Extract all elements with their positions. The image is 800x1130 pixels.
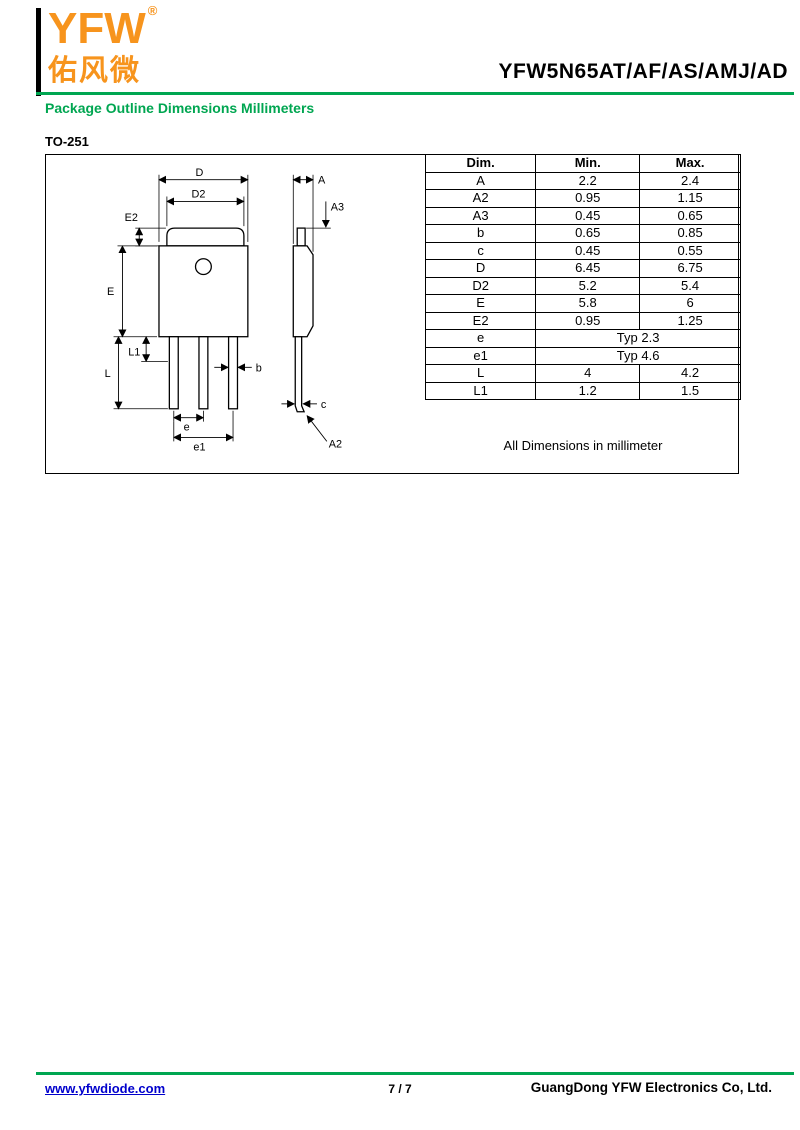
dim-label-a2: A2 — [329, 438, 342, 450]
side-lead — [294, 336, 306, 413]
dim-label-l1: L1 — [128, 346, 140, 358]
dim-label-d2: D2 — [192, 188, 206, 200]
dim-E: E — [107, 245, 158, 338]
dim-label-l: L — [105, 368, 111, 380]
outline-box: D D2 E2 E — [45, 154, 741, 474]
dimensions-note: All Dimensions in millimeter — [503, 438, 663, 453]
dim-e: e — [172, 410, 205, 434]
dim-L: L — [105, 335, 168, 410]
mounting-hole — [194, 258, 212, 276]
package-name: TO-251 — [45, 134, 89, 149]
footer-rule — [36, 1072, 794, 1075]
dim-label-a: A — [318, 175, 326, 187]
dim-label-a3: A3 — [331, 201, 344, 213]
company-name: GuangDong YFW Electronics Co, Ltd. — [530, 1080, 772, 1095]
col-header-max: Max. — [639, 154, 741, 173]
dim-label-e1: e1 — [193, 441, 205, 453]
dim-label-d: D — [196, 167, 204, 179]
col-header-dim: Dim. — [424, 154, 537, 173]
package-drawing: D D2 E2 E — [105, 167, 344, 454]
dim-L1: L1 — [128, 335, 168, 363]
section-title: Package Outline Dimensions Millimeters — [45, 100, 315, 116]
dim-D: D — [158, 167, 249, 242]
dim-label-c: c — [321, 399, 327, 411]
dim-label-e-big: E — [107, 286, 114, 298]
header-rule — [36, 92, 794, 95]
dim-A2: A2 — [306, 415, 342, 450]
dim-label-b: b — [256, 362, 262, 374]
registered-mark: ® — [147, 3, 158, 18]
dim-label-e: e — [184, 422, 190, 434]
col-header-min: Min. — [535, 154, 641, 173]
dim-A3: A3 — [306, 201, 344, 229]
table-header-row: Dim. Min. Max. — [424, 154, 741, 173]
dim-label-e2: E2 — [125, 212, 138, 224]
brand-name: YFW — [48, 4, 146, 53]
lead-1 — [168, 336, 179, 410]
part-number: YFW5N65AT/AF/AS/AMJ/AD — [498, 60, 788, 83]
website-link[interactable]: www.yfwdiode.com — [45, 1081, 166, 1096]
side-body — [292, 245, 314, 338]
dim-e1: e1 — [172, 410, 234, 453]
brand-logo: YFW® — [48, 4, 157, 51]
dim-A: A — [292, 175, 326, 252]
page-number: 7 / 7 — [388, 1082, 412, 1096]
package-tab — [166, 227, 245, 247]
side-tab — [296, 227, 306, 247]
dim-D2: D2 — [166, 188, 245, 227]
brand-chinese-name: 佑风微 — [48, 55, 142, 87]
lead-3 — [227, 336, 239, 410]
front-view — [158, 227, 249, 410]
lead-2 — [198, 336, 209, 410]
side-view — [292, 227, 314, 413]
dim-E2: E2 — [125, 212, 166, 247]
dim-c: c — [281, 399, 327, 411]
dim-b: b — [214, 362, 262, 374]
logo-divider-bar — [36, 8, 41, 96]
